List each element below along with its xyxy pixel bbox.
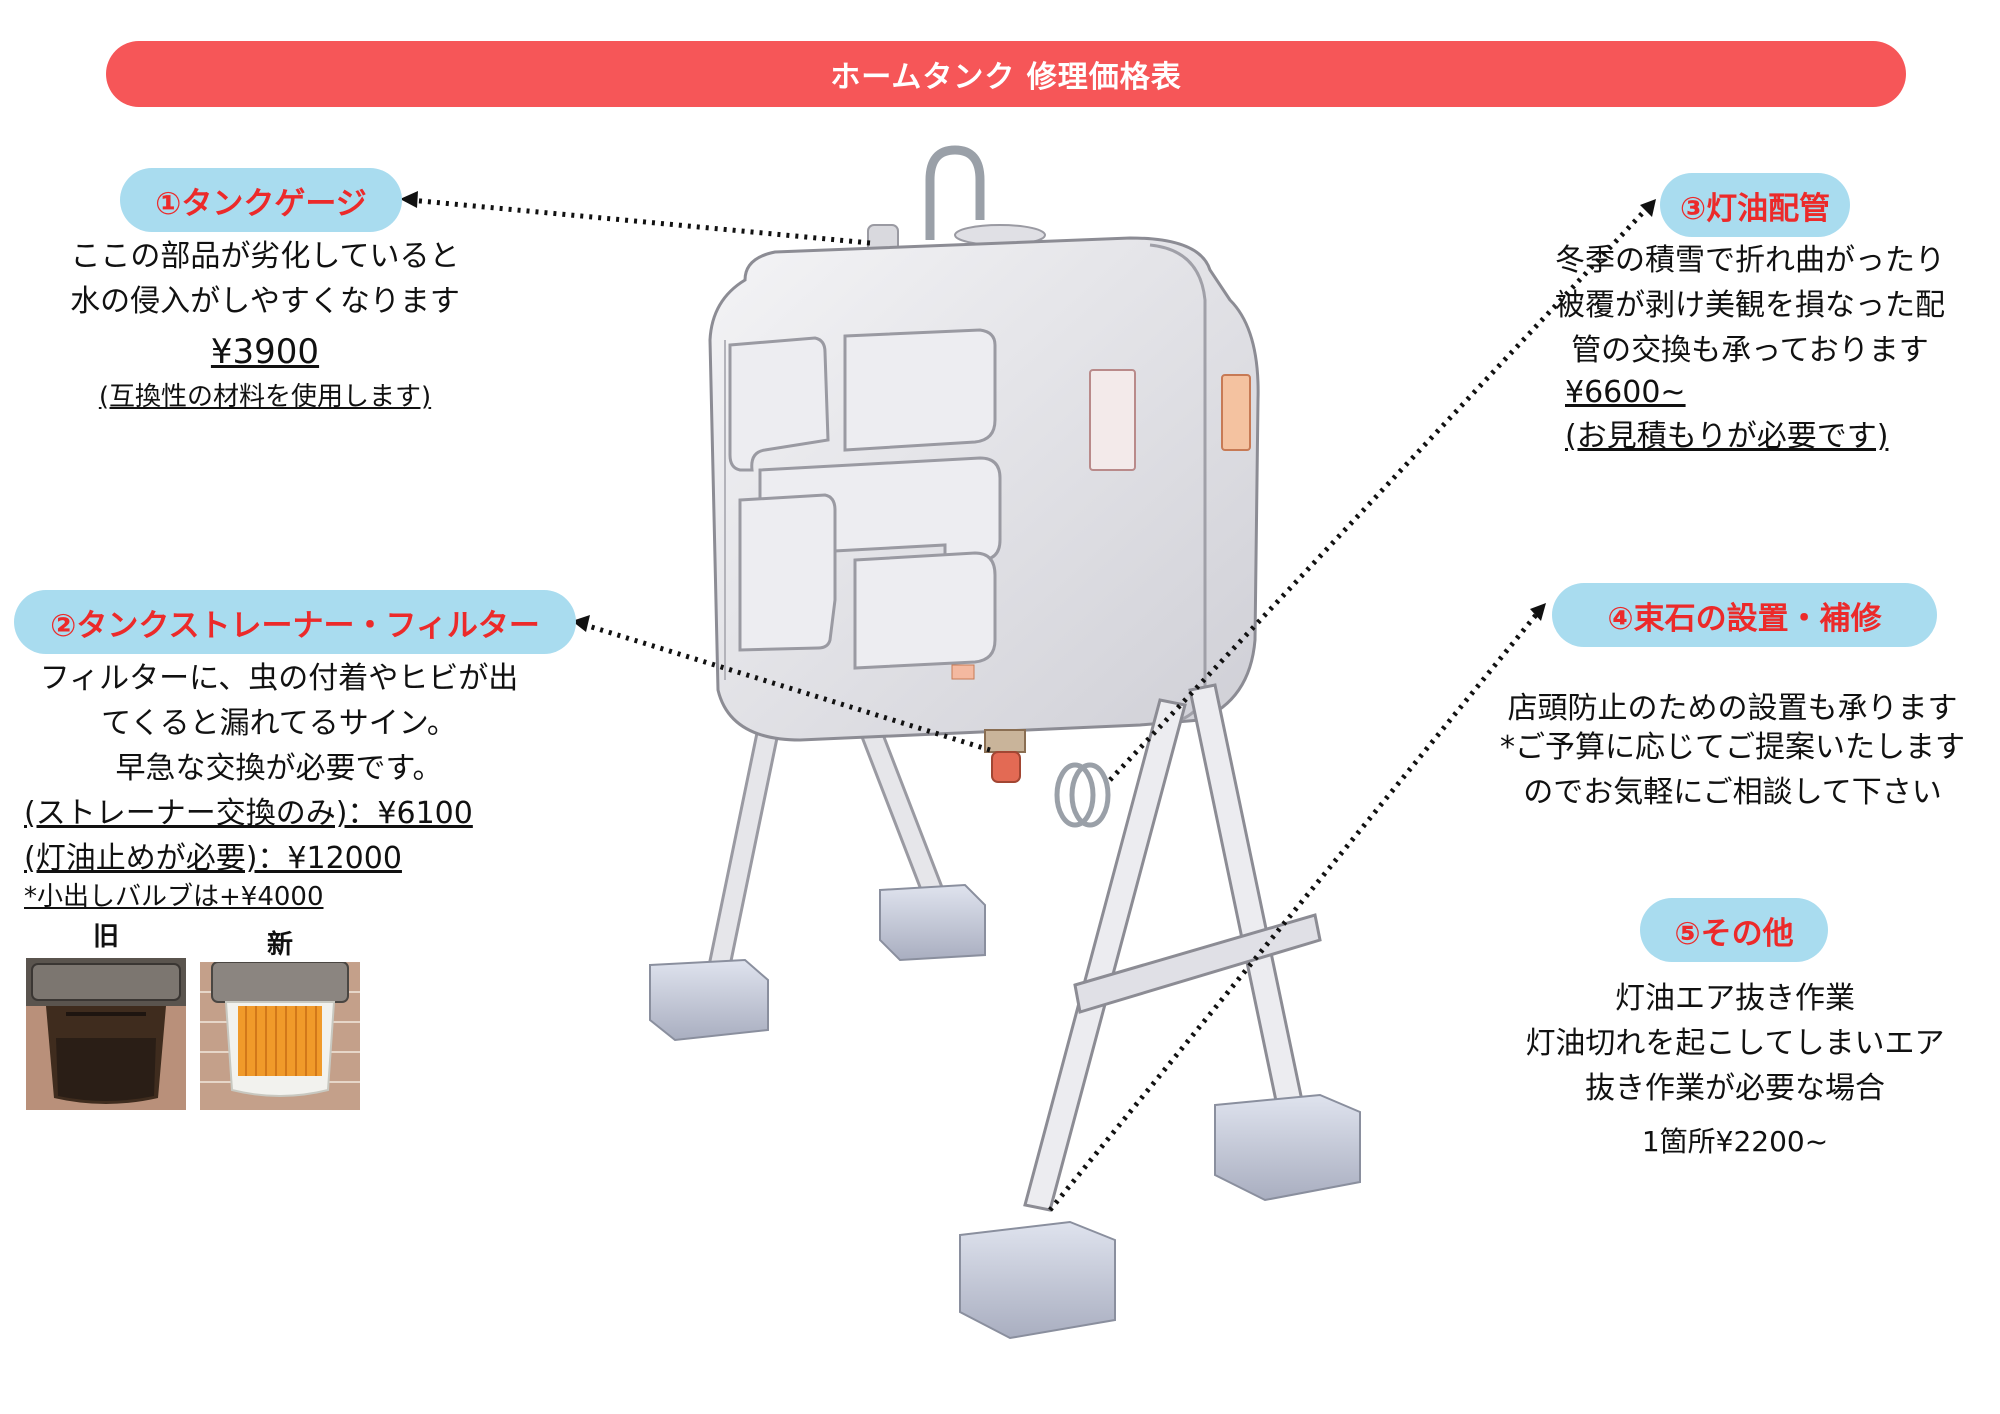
tank-front-blocks [959,1093,1361,1340]
foundation-desc-1: 店頭防止のための設置も承ります [1507,691,1958,726]
new-filter-label: 新 [266,930,293,960]
page-title: ホームタンク 修理価格表 [106,41,1906,107]
old-filter-label: 旧 [92,922,119,952]
label-kerosene-piping: ③灯油配管 [1660,173,1850,237]
tank-strainer-note: *小出しバルブは+¥4000 [24,882,324,912]
leader-arrowheads [400,191,1656,632]
old-filter-photo [26,958,186,1110]
tank-back-blocks [649,883,986,1042]
piping-desc-1: 冬季の積雪で折れ曲がったり [1555,243,1945,278]
label-tank-strainer: ②タンクストレーナー・フィルター [14,590,576,654]
piping-desc-3: 管の交換も承っております [1571,333,1929,368]
tank-strainer-price-1: (ストレーナー交換のみ)：¥6100 [24,796,473,831]
tank-front-legs [1023,683,1322,1212]
tank-gauge-price: ¥3900 [210,332,320,372]
other-desc-1: 灯油エア抜き作業 [1615,981,1855,1016]
other-desc-2: 灯油切れを起こしてしまいエア [1525,1026,1945,1061]
label-foundation-stone: ④束石の設置・補修 [1552,583,1937,647]
kerosene-pipe-coil [1054,762,1111,828]
new-filter-photo [200,962,360,1110]
tank-gauge-note: (互換性の材料を使用します) [98,382,432,412]
piping-note: (お見積もりが必要です) [1565,419,1889,454]
label-other: ⑤その他 [1640,898,1828,962]
other-desc-3: 抜き作業が必要な場合 [1585,1071,1885,1106]
tank-strainer-desc-2: てくると漏れてるサイン。 [101,706,457,741]
foundation-desc-3: のでお気軽にご相談して下さい [1523,775,1942,810]
leader-lines [409,197,1652,1212]
tank-gauge-desc-2: 水の侵入がしやすくなります [70,284,460,319]
piping-price: ¥6600~ [1565,375,1686,410]
piping-desc-2: 被覆が剥け美観を損なった配 [1555,288,1945,323]
tank-strainer-desc-1: フィルターに、虫の付着やヒビが出 [39,661,519,696]
tank-strainer-price-2: (灯油止めが必要)：¥12000 [24,841,402,876]
other-price: 1箇所¥2200~ [1641,1125,1829,1158]
label-tank-gauge: ①タンクゲージ [120,168,402,232]
tank-gauge-desc-1: ここの部品が劣化していると [70,239,460,274]
tank-strainer-desc-3: 早急な交換が必要です。 [115,751,443,786]
foundation-desc-2: *ご予算に応じてご提案いたします [1500,730,1965,765]
gauge-handle [925,145,985,240]
